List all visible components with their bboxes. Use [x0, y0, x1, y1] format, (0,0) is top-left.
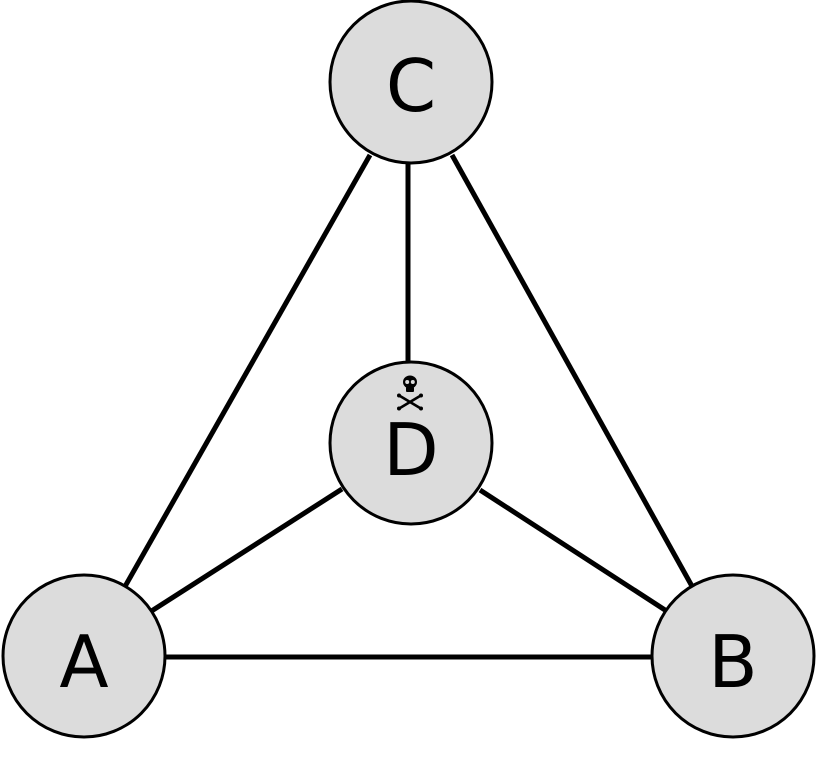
node-a-circle	[1, 573, 167, 739]
node-b: B	[650, 573, 816, 739]
edge-c-b	[449, 153, 696, 590]
node-b-label: B	[708, 620, 757, 704]
node-d-circle	[328, 360, 494, 526]
node-d: D	[328, 360, 494, 526]
edge-d-b	[478, 487, 667, 613]
edge-a-d	[148, 486, 344, 615]
node-c: C	[328, 0, 494, 165]
node-c-circle	[328, 0, 494, 165]
skull-crossbones-icon	[397, 375, 423, 411]
node-b-circle	[650, 573, 816, 739]
edge-c-a	[120, 153, 373, 592]
node-c-label: C	[386, 44, 436, 128]
node-a: A	[1, 573, 167, 739]
node-d-label: D	[383, 408, 438, 492]
node-a-label: A	[59, 620, 108, 704]
